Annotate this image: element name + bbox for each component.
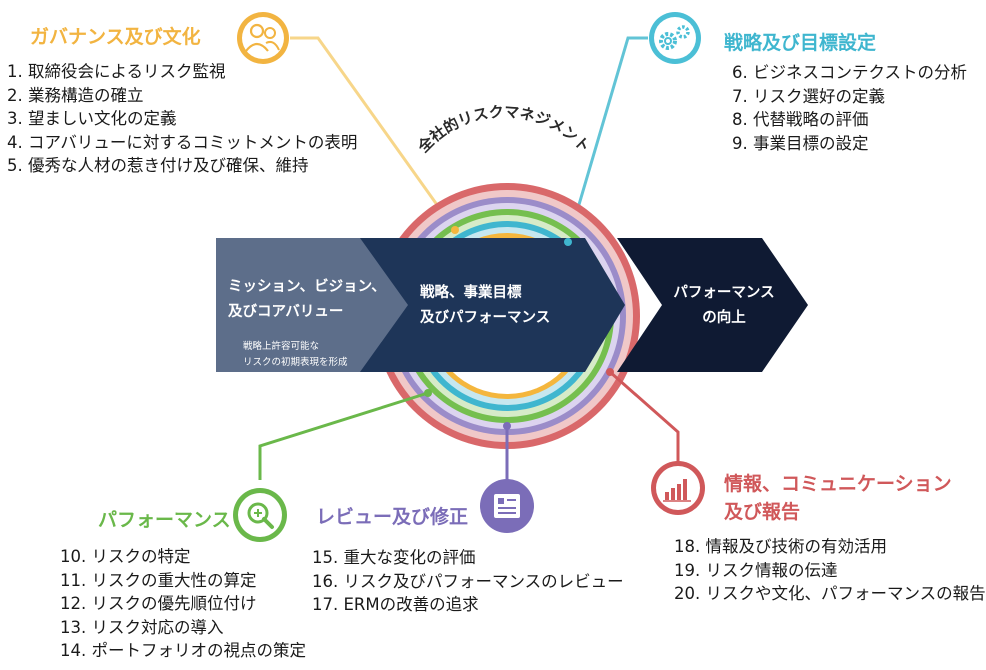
magnifier-icon	[233, 488, 287, 542]
list-item: 14. ポートフォリオの視点の策定	[60, 641, 306, 660]
mission-sub-line2: リスクの初期表現を形成	[243, 356, 348, 368]
list-item: 3. 望ましい文化の定義	[7, 109, 177, 128]
list-item: 16. リスク及びパフォーマンスのレビュー	[312, 571, 624, 591]
bar-chart-icon	[651, 461, 705, 515]
gears-icon	[649, 12, 701, 64]
enhancement-line1: パフォーマンス	[673, 284, 774, 301]
list-item: 17. ERMの改善の追求	[312, 595, 479, 614]
mission-title-line1: ミッション、ビジョン、	[228, 278, 386, 295]
governance-list: 1. 取締役会によるリスク監視 2. 業務構造の確立 3. 望ましい文化の定義 …	[7, 60, 357, 178]
strategy-list: 6. ビジネスコンテクストの分析 7. リスク選好の定義 8. 代替戦略の評価 …	[732, 61, 967, 155]
list-item: 12. リスクの優先順位付け	[60, 594, 257, 613]
list-item: 10. リスクの特定	[60, 547, 191, 566]
governance-connector	[290, 36, 457, 231]
list-item: 19. リスク情報の伝達	[674, 560, 838, 580]
list-item: 6. ビジネスコンテクストの分析	[732, 63, 967, 82]
arrow-band	[216, 238, 808, 372]
arc-label: 全社的リスクマネジメント	[414, 104, 593, 157]
performance-list: 10. リスクの特定 11. リスクの重大性の算定 12. リスクの優先順位付け…	[60, 545, 306, 663]
list-item: 5. 優秀な人材の惹き付け及び確保、維持	[7, 156, 309, 175]
list-item: 15. 重大な変化の評価	[312, 548, 476, 567]
list-item: 8. 代替戦略の評価	[732, 110, 869, 129]
people-icon	[237, 12, 289, 64]
list-item: 9. 事業目標の設定	[732, 133, 869, 153]
strategy-band-line2: 及びパフォーマンス	[420, 309, 550, 326]
strategy-title: 戦略及び目標設定	[724, 32, 877, 54]
review-list: 15. 重大な変化の評価 16. リスク及びパフォーマンスのレビュー 17. E…	[312, 546, 624, 617]
list-item: 1. 取締役会によるリスク監視	[7, 62, 226, 81]
mission-title-line2: 及びコアバリュー	[228, 303, 343, 320]
list-item: 4. コアバリューに対するコミットメントの表明	[7, 132, 358, 152]
review-title: レビュー及び修正	[316, 506, 469, 528]
list-item: 2. 業務構造の確立	[7, 85, 144, 105]
performance-title: パフォーマンス	[98, 509, 231, 531]
performance-connector	[258, 391, 429, 480]
mission-sub-line1: 戦略上許容可能な	[243, 340, 319, 352]
list-item: 13. リスク対応の導入	[60, 617, 224, 637]
list-item: 11. リスクの重大性の算定	[60, 570, 257, 590]
enhancement-line2: の向上	[702, 308, 746, 326]
arrow-segment-strategy	[360, 238, 625, 372]
arrow-segment-enhancement	[617, 238, 808, 372]
list-item: 20. リスクや文化、パフォーマンスの報告	[674, 584, 986, 603]
info-list: 18. 情報及び技術の有効活用 19. リスク情報の伝達 20. リスクや文化、…	[674, 535, 986, 606]
strategy-band-line1: 戦略、事業目標	[420, 283, 522, 301]
arrow-segment-mission	[216, 238, 412, 372]
strategy-connector	[566, 36, 648, 243]
info-title-line2: 及び報告	[724, 501, 801, 523]
document-icon	[480, 479, 534, 533]
info-title-line1: 情報、コミュニケーション	[724, 473, 952, 495]
list-item: 7. リスク選好の定義	[732, 86, 885, 106]
list-item: 18. 情報及び技術の有効活用	[674, 537, 887, 556]
governance-title: ガバナンス及び文化	[30, 26, 201, 48]
info-connector	[609, 370, 680, 462]
